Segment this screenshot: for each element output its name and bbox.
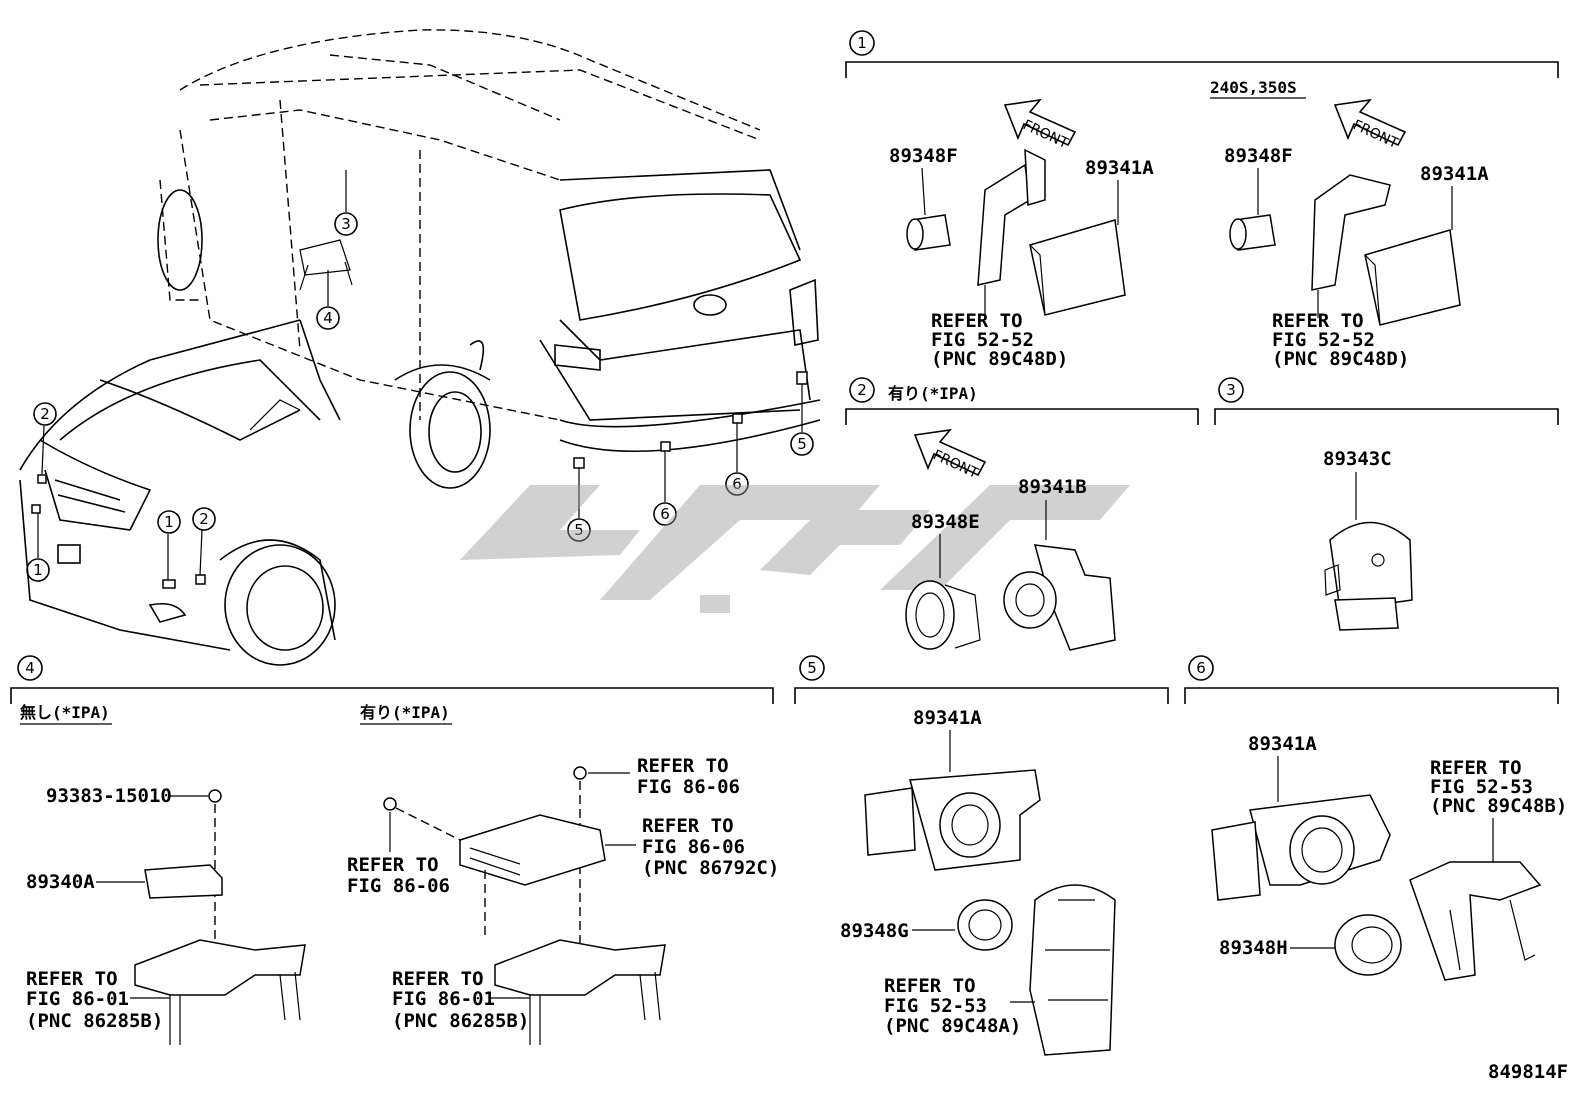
s6-bezel-label: 89348H bbox=[1219, 937, 1288, 959]
s5-sensor-label: 89341A bbox=[913, 707, 982, 729]
figure-id: 849814F bbox=[1488, 1061, 1568, 1083]
s4-left-ref-3: (PNC 86285B) bbox=[26, 1010, 163, 1032]
section-1: 1 240S,350S FRONT FRONT 89348F 89341A RE… bbox=[845, 30, 1559, 370]
s4-right-bolt-top-ref-2: FIG 86-06 bbox=[637, 776, 740, 798]
s4-ecu-label: 89340A bbox=[26, 871, 95, 893]
s4-right-bolt-left-ref-2: FIG 86-06 bbox=[347, 875, 450, 897]
section-2-note: 有り(*IPA) bbox=[888, 384, 978, 403]
section-3: 3 89343C bbox=[1214, 377, 1559, 631]
section-2-number: 2 bbox=[857, 381, 867, 399]
s4-right-ref-2: FIG 86-01 bbox=[392, 988, 495, 1010]
section-4-note-left: 無し(*IPA) bbox=[20, 703, 110, 722]
s1-right-ref-3: (PNC 89C48D) bbox=[1272, 348, 1409, 370]
callout-1-front-left: 1 bbox=[33, 561, 43, 579]
s4-right-bolt-left-ref-1: REFER TO bbox=[347, 854, 439, 876]
s6-ref-1: REFER TO bbox=[1430, 757, 1522, 779]
section-4: 4 無し(*IPA) 有り(*IPA) 93383-15010 89340A R… bbox=[10, 655, 779, 1045]
callout-5b: 5 bbox=[797, 435, 807, 453]
s4-right-ecu-ref-2: FIG 86-06 bbox=[642, 836, 745, 858]
s5-ref-1: REFER TO bbox=[884, 975, 976, 997]
front-arrow-s1-left: FRONT bbox=[1003, 98, 1077, 152]
s6-ref-3: (PNC 89C48B) bbox=[1430, 795, 1567, 817]
section-5-number: 5 bbox=[807, 659, 817, 677]
s4-left-ref-1: REFER TO bbox=[26, 968, 118, 990]
s1-left-ref-2: FIG 52-52 bbox=[931, 329, 1034, 351]
section-2: 2 有り(*IPA) FRONT 89341B 89348E bbox=[845, 377, 1199, 651]
s4-right-bolt-top-ref-1: REFER TO bbox=[637, 755, 729, 777]
s2-bezel-label: 89348E bbox=[911, 511, 980, 533]
callout-6b: 6 bbox=[732, 475, 742, 493]
callout-1-front-right: 1 bbox=[164, 513, 174, 531]
front-arrow-s2: FRONT bbox=[913, 428, 987, 482]
s1-left-bezel-label: 89348F bbox=[889, 145, 958, 167]
s6-ref-2: FIG 52-53 bbox=[1430, 776, 1533, 798]
callout-3: 3 bbox=[341, 215, 351, 233]
s2-sensor-label: 89341B bbox=[1018, 476, 1087, 498]
vehicle-front-illustration: 2 1 1 2 bbox=[19, 319, 341, 666]
s4-bolt-label: 93383-15010 bbox=[46, 785, 172, 807]
section-1-note: 240S,350S bbox=[1210, 78, 1297, 97]
s1-left-ref-3: (PNC 89C48D) bbox=[931, 348, 1068, 370]
vehicle-rear-illustration: 3 4 5 6 6 5 bbox=[157, 29, 821, 542]
callout-2-front-right: 2 bbox=[199, 510, 209, 528]
s5-ref-3: (PNC 89C48A) bbox=[884, 1015, 1021, 1037]
svg-text:FRONT: FRONT bbox=[1350, 117, 1401, 152]
section-3-number: 3 bbox=[1226, 381, 1236, 399]
front-arrow-s1-right: FRONT bbox=[1333, 98, 1407, 152]
s1-left-ref-1: REFER TO bbox=[931, 310, 1023, 332]
callout-4: 4 bbox=[323, 309, 333, 327]
s6-sensor-label: 89341A bbox=[1248, 733, 1317, 755]
s4-right-ecu-ref-1: REFER TO bbox=[642, 815, 734, 837]
s4-right-ref-1: REFER TO bbox=[392, 968, 484, 990]
svg-text:FRONT: FRONT bbox=[930, 447, 981, 482]
s1-left-sensor-label: 89341A bbox=[1085, 157, 1154, 179]
callout-5: 5 bbox=[574, 521, 584, 539]
s3-sensor-label: 89343C bbox=[1323, 448, 1392, 470]
svg-text:FRONT: FRONT bbox=[1020, 117, 1071, 152]
section-1-number: 1 bbox=[857, 34, 867, 52]
s1-right-sensor-label: 89341A bbox=[1420, 163, 1489, 185]
section-5: 5 89341A 89348G REFER TO FIG 52-53 (PNC … bbox=[794, 655, 1169, 1056]
callout-6: 6 bbox=[660, 505, 670, 523]
s1-right-bezel-label: 89348F bbox=[1224, 145, 1293, 167]
callout-2-front-left: 2 bbox=[40, 405, 50, 423]
watermark-logo bbox=[460, 485, 1130, 613]
s4-right-ref-3: (PNC 86285B) bbox=[392, 1010, 529, 1032]
s4-right-ecu-ref-3: (PNC 86792C) bbox=[642, 857, 779, 879]
section-4-number: 4 bbox=[25, 659, 35, 677]
s5-ref-2: FIG 52-53 bbox=[884, 995, 987, 1017]
s5-bezel-label: 89348G bbox=[840, 920, 909, 942]
s1-right-ref-1: REFER TO bbox=[1272, 310, 1364, 332]
s4-left-ref-2: FIG 86-01 bbox=[26, 988, 129, 1010]
s1-right-ref-2: FIG 52-52 bbox=[1272, 329, 1375, 351]
section-6: 6 89341A REFER TO FIG 52-53 (PNC 89C48B)… bbox=[1184, 655, 1567, 981]
section-4-note-right: 有り(*IPA) bbox=[360, 703, 450, 722]
section-6-number: 6 bbox=[1196, 659, 1206, 677]
